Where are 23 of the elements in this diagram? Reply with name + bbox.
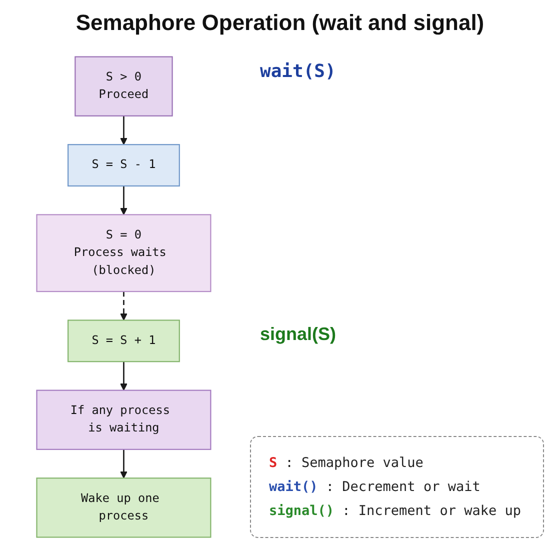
process-box	[68, 144, 180, 187]
node-label: S = S + 1	[92, 332, 156, 350]
key-entry: S : Semaphore value	[269, 455, 424, 471]
node-label: S = 0 Process waits (blocked)	[72, 227, 168, 280]
process-box	[68, 320, 180, 362]
process-box	[36, 390, 212, 450]
section-heading: wait(S)	[260, 60, 336, 82]
key-entry: signal() : Increment or wake up	[269, 503, 521, 519]
arrow	[120, 449, 128, 478]
node-label: If any process is waiting	[69, 402, 171, 438]
node-label: Wake up one process	[80, 490, 160, 525]
node-label: S > 0 Proceed	[98, 69, 149, 104]
diagram-title: Semaphore Operation (wait and signal)	[76, 10, 484, 36]
arrow	[120, 362, 128, 391]
process-box	[36, 214, 212, 292]
dashed-arrow	[120, 292, 128, 321]
key-entry: wait() : Decrement or wait	[269, 479, 480, 495]
process-box	[74, 56, 173, 116]
process-box	[36, 478, 212, 538]
arrow	[120, 186, 128, 215]
arrow	[120, 116, 128, 145]
section-heading: signal(S)	[260, 324, 336, 346]
node-label: S = S - 1	[92, 157, 156, 174]
